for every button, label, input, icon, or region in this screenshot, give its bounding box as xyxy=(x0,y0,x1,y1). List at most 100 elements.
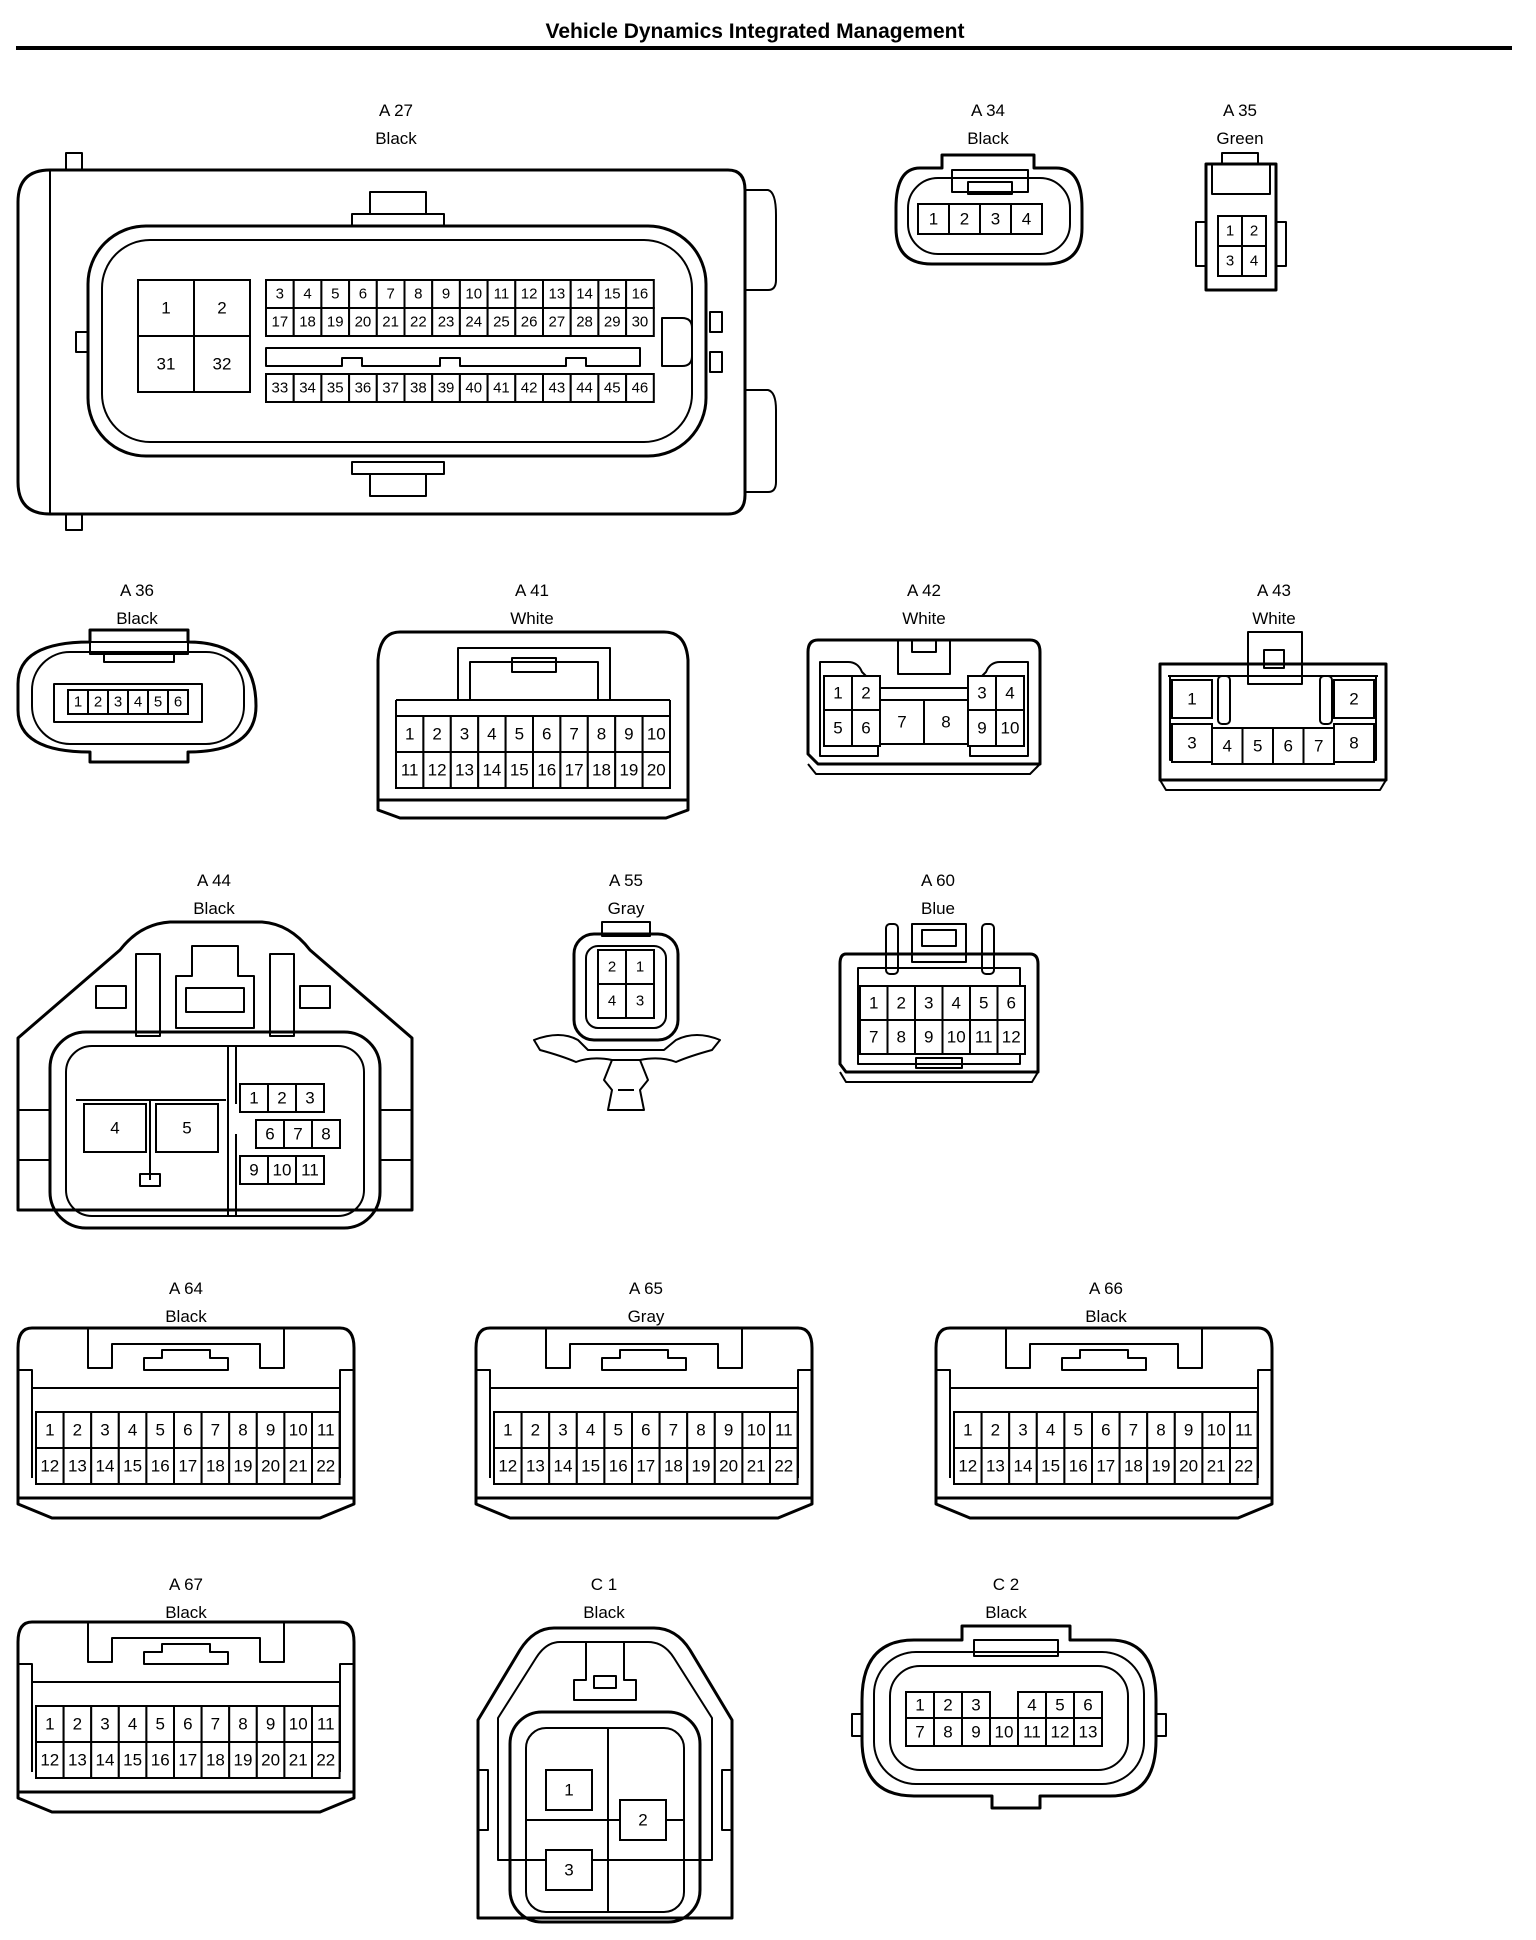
a27-pin-cell-31 xyxy=(137,335,195,393)
a66-pin-7: 7 xyxy=(1129,1421,1138,1440)
a67-pin-8: 8 xyxy=(238,1715,247,1734)
a41-pin-10: 10 xyxy=(647,725,666,744)
a67-pin-5: 5 xyxy=(155,1715,164,1734)
a27-pin-45: 45 xyxy=(604,380,621,397)
a41-pin-cell-18 xyxy=(586,751,617,789)
c2-pin-cell-5 xyxy=(1045,1691,1075,1719)
a67-pin-6: 6 xyxy=(183,1715,192,1734)
a41-pin-15: 15 xyxy=(510,761,529,780)
a64-pin-3: 3 xyxy=(100,1421,109,1440)
a67-pin-cell-14 xyxy=(90,1741,120,1779)
c2-pin-11: 11 xyxy=(1023,1723,1041,1742)
a27-pin-cell-41 xyxy=(486,373,517,403)
a27-pin-cell-34 xyxy=(292,373,323,403)
c2-pin-9: 9 xyxy=(971,1723,980,1742)
a66-pin-22: 22 xyxy=(1234,1457,1253,1476)
a27-pin-cell-38 xyxy=(403,373,434,403)
a41-pin-7: 7 xyxy=(569,725,578,744)
a44-pin-4: 4 xyxy=(110,1119,119,1138)
a55-pin-2: 2 xyxy=(608,959,616,976)
a55-pin-3: 3 xyxy=(636,993,644,1010)
a66-pin-cell-22 xyxy=(1229,1447,1259,1485)
a27-pin-17: 17 xyxy=(272,314,289,331)
a42-pin-6: 6 xyxy=(861,719,870,738)
connector-a42-color: White xyxy=(902,609,945,628)
a64-pin-19: 19 xyxy=(234,1457,253,1476)
a27-pin-cell-23 xyxy=(431,307,461,337)
a66-pin-5: 5 xyxy=(1073,1421,1082,1440)
a60-pin-6: 6 xyxy=(1007,994,1016,1013)
a64-pin-22: 22 xyxy=(316,1457,335,1476)
a27-pin-35: 35 xyxy=(327,380,344,397)
a42-pin-8: 8 xyxy=(941,713,950,732)
a44-pin-2: 2 xyxy=(277,1089,286,1108)
a41-pin-cell-10 xyxy=(641,715,671,753)
a65-pin-19: 19 xyxy=(692,1457,711,1476)
a67-pin-20: 20 xyxy=(261,1751,280,1770)
a55-pin-1: 1 xyxy=(636,959,644,976)
a27-pin-44: 44 xyxy=(576,380,593,397)
connector-a36-color: Black xyxy=(116,609,158,628)
c2-pin-1: 1 xyxy=(915,1696,924,1715)
a65-pin-13: 13 xyxy=(526,1457,545,1476)
a65-pin-2: 2 xyxy=(531,1421,540,1440)
a64-pin-13: 13 xyxy=(68,1457,87,1476)
a66-pin-cell-14 xyxy=(1008,1447,1038,1485)
a67-pin-cell-8 xyxy=(228,1705,258,1743)
a66-pin-3: 3 xyxy=(1018,1421,1027,1440)
a27-pin-cell-27 xyxy=(542,307,572,337)
c2-pin-cell-2 xyxy=(933,1691,963,1719)
a27-pin-2: 2 xyxy=(217,299,226,318)
a64-pin-20: 20 xyxy=(261,1457,280,1476)
a66-pin-2: 2 xyxy=(991,1421,1000,1440)
a27-pin-31: 31 xyxy=(157,355,176,374)
a64-pin-7: 7 xyxy=(211,1421,220,1440)
a43-pin-2: 2 xyxy=(1349,690,1358,709)
a27-pin-cell-30 xyxy=(625,307,655,337)
a44-pin-cell-2 xyxy=(267,1083,297,1113)
a41-pin-5: 5 xyxy=(515,725,524,744)
a65-pin-8: 8 xyxy=(696,1421,705,1440)
a41-pin-cell-16 xyxy=(532,751,562,789)
a60-pin-9: 9 xyxy=(924,1028,933,1047)
a66-pin-cell-18 xyxy=(1118,1447,1149,1485)
connector-a60-color: Blue xyxy=(921,899,955,918)
a67-pin-cell-22 xyxy=(311,1741,341,1779)
a67-pin-15: 15 xyxy=(123,1751,142,1770)
a27-pin-10: 10 xyxy=(465,286,482,303)
a65-pin-cell-12 xyxy=(493,1447,523,1485)
connector-a34-name: A 34 xyxy=(971,101,1005,120)
a65-pin-5: 5 xyxy=(613,1421,622,1440)
a60-pin-12: 12 xyxy=(1002,1028,1021,1047)
a64-pin-16: 16 xyxy=(151,1457,170,1476)
a41-pin-17: 17 xyxy=(565,761,584,780)
a43-pin-cell-7 xyxy=(1302,727,1335,765)
a27-pin-cell-43 xyxy=(542,373,572,403)
a67-pin-cell-20 xyxy=(255,1741,286,1779)
a41-pin-4: 4 xyxy=(487,725,496,744)
a36-pin-3: 3 xyxy=(114,694,122,711)
a27-pin-24: 24 xyxy=(465,314,482,331)
a41-pin-1: 1 xyxy=(405,725,414,744)
a66-pin-cell-13 xyxy=(980,1447,1011,1485)
a67-pin-11: 11 xyxy=(317,1715,335,1734)
a44-pin-8: 8 xyxy=(321,1125,330,1144)
a66-pin-11: 11 xyxy=(1235,1421,1253,1440)
a67-pin-cell-12 xyxy=(35,1741,65,1779)
a27-pin-cell-26 xyxy=(514,307,544,337)
a66-pin-21: 21 xyxy=(1207,1457,1226,1476)
a66-pin-13: 13 xyxy=(986,1457,1005,1476)
a67-pin-4: 4 xyxy=(128,1715,137,1734)
connector-a27-color: Black xyxy=(375,129,417,148)
a60-pin-7: 7 xyxy=(869,1028,878,1047)
a27-pin-12: 12 xyxy=(521,286,538,303)
connector-a60-name: A 60 xyxy=(921,871,955,890)
a67-pin-1: 1 xyxy=(45,1715,54,1734)
a34-pin-cell-3 xyxy=(979,203,1012,235)
